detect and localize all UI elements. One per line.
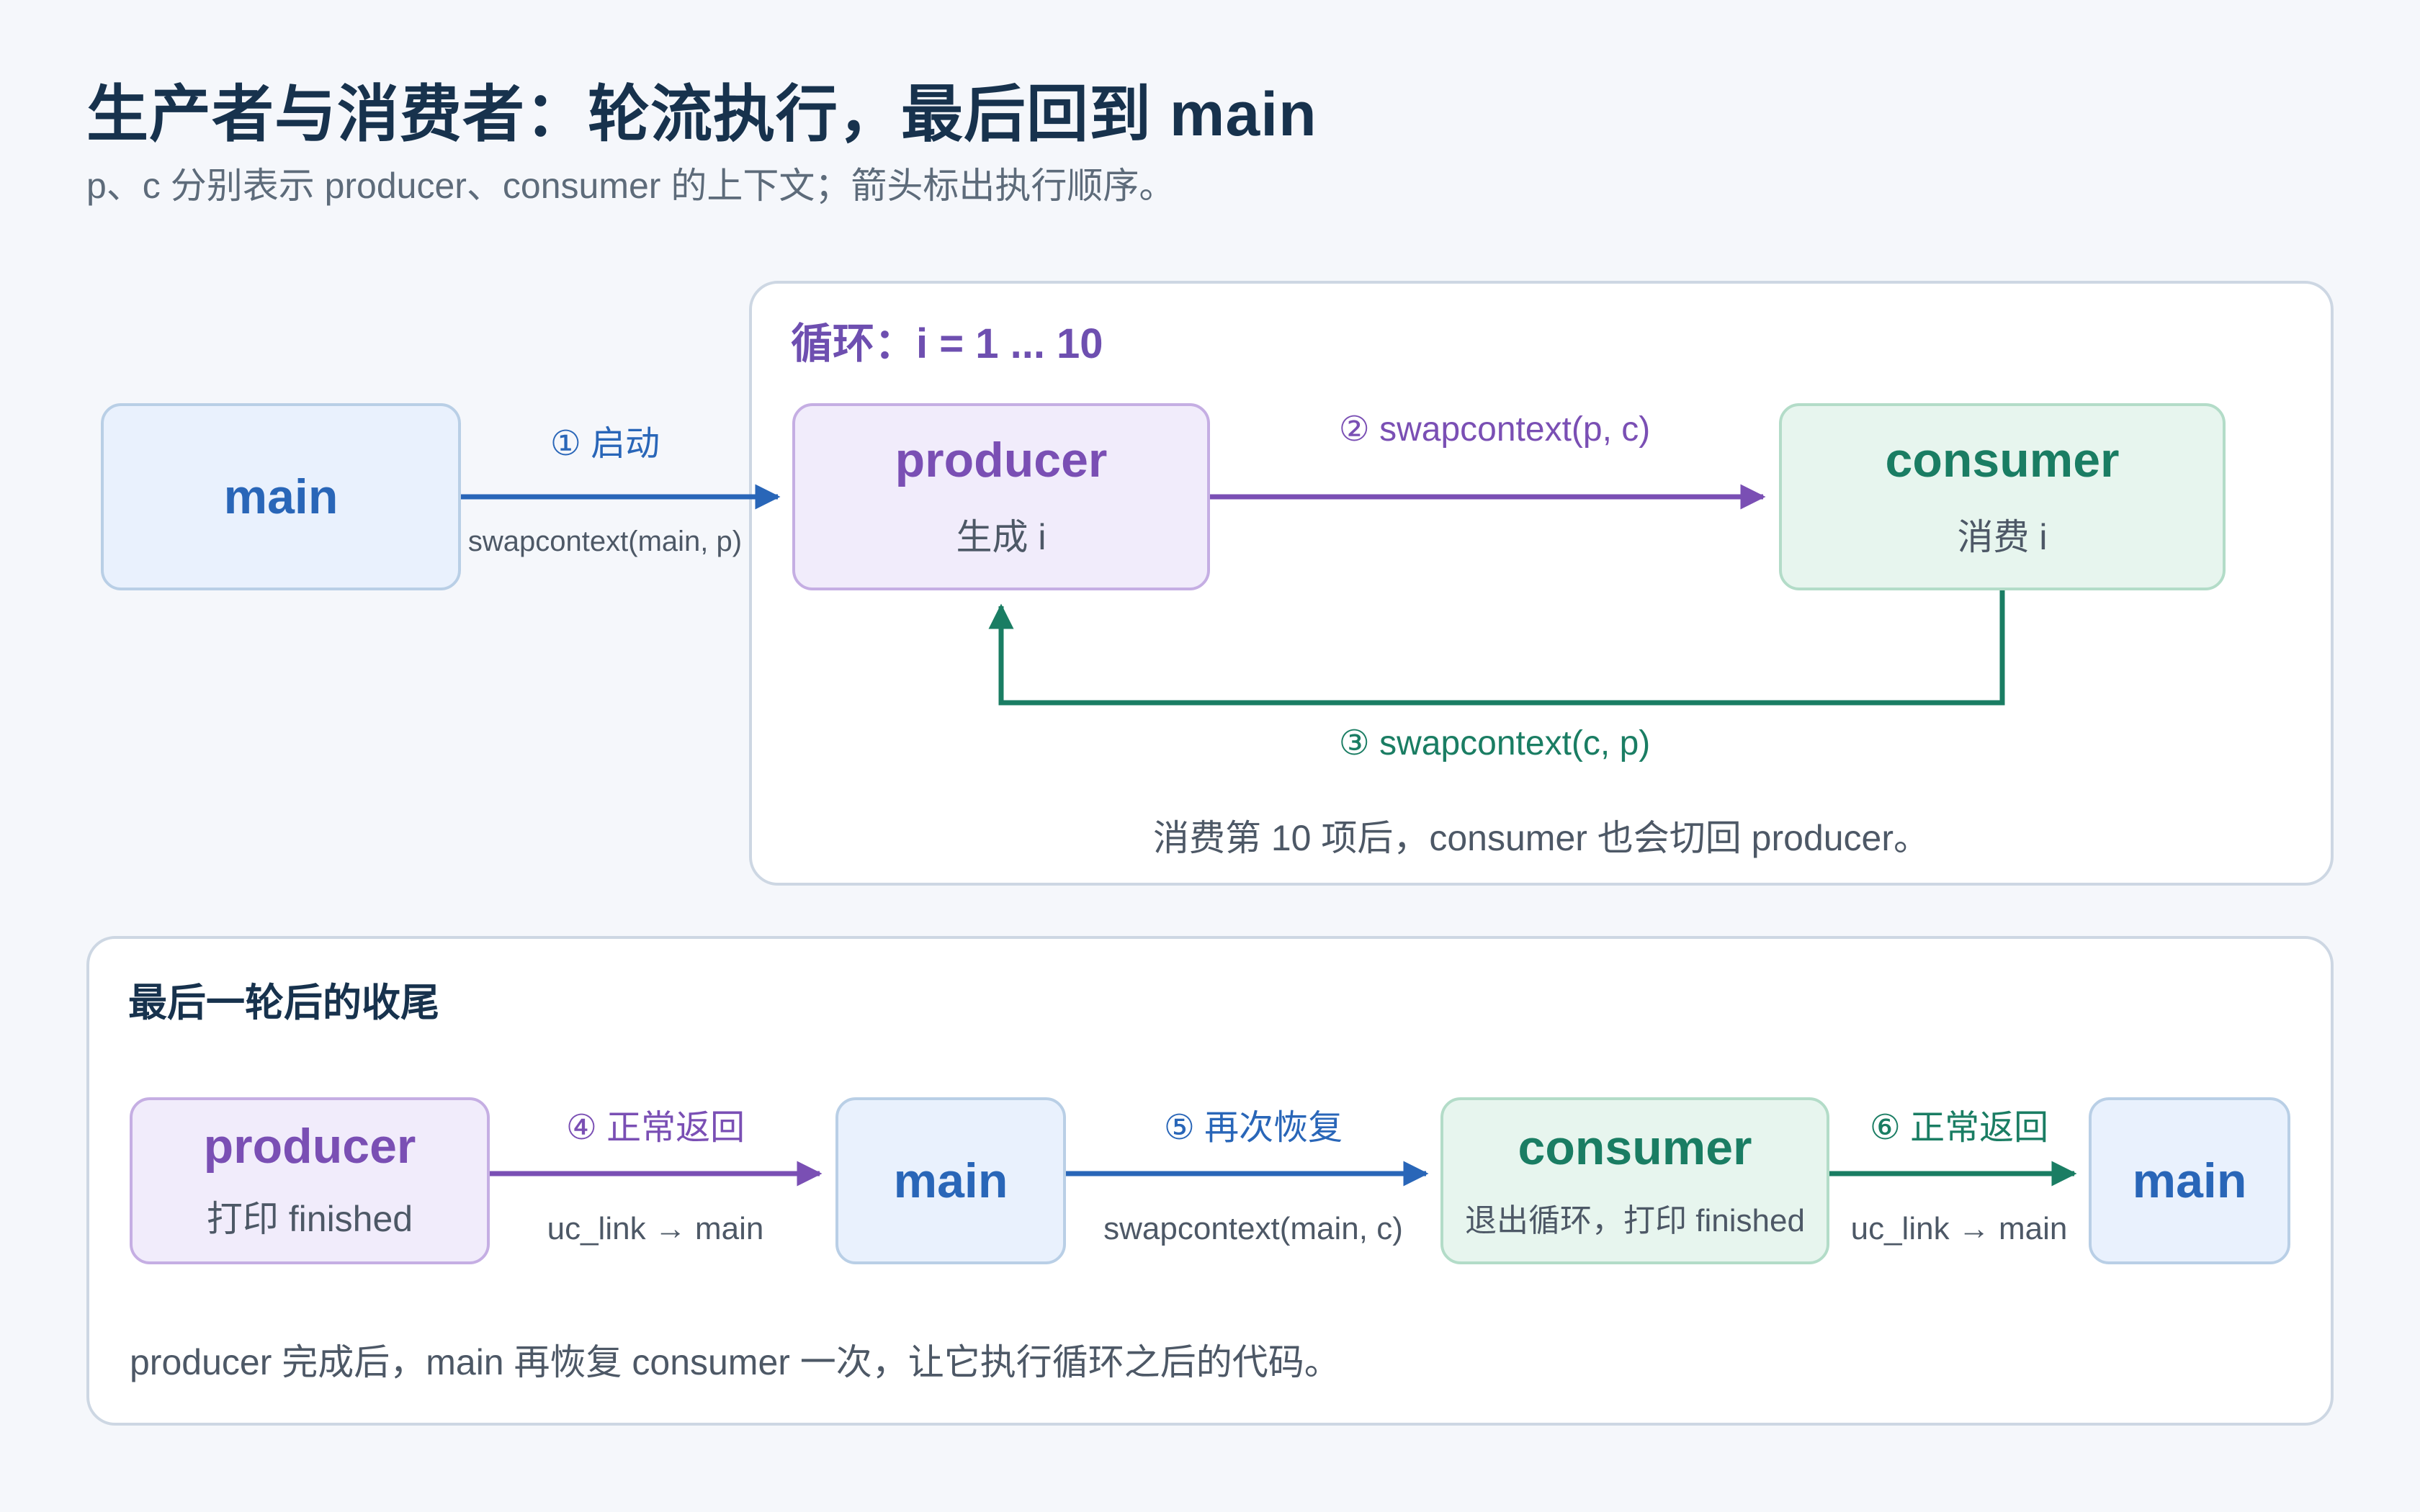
- step6-label: ⑥ 正常返回: [1869, 1109, 2049, 1147]
- arrow-step3: [988, 589, 2005, 706]
- step5-label: ⑤ 再次恢复: [1163, 1109, 1343, 1147]
- finale-consumer-sub: 退出循环，打印 finished: [1465, 1203, 1805, 1239]
- step4-detail: uc_link → main: [547, 1211, 764, 1246]
- producer-node-sub: 生成 i: [956, 517, 1047, 558]
- finale-producer-sub: 打印 finished: [206, 1199, 413, 1240]
- step5-detail: swapcontext(main, c): [1103, 1211, 1403, 1246]
- finale-producer-title: producer: [203, 1118, 416, 1174]
- step1-detail: swapcontext(main, p): [467, 526, 743, 557]
- page-title: 生产者与消费者：轮流执行，最后回到 main: [86, 80, 1317, 149]
- consumer-node-title: consumer: [1885, 432, 2120, 487]
- consumer-node: consumer 消费 i: [1779, 403, 2226, 590]
- step2-label: ② swapcontext(p, c): [1338, 410, 1651, 449]
- step4-label: ④ 正常返回: [565, 1109, 745, 1147]
- loop-label: 循环：i = 1 ... 10: [791, 320, 1103, 367]
- main-node-title: main: [223, 469, 339, 524]
- finale-main-title-1: main: [893, 1153, 1008, 1208]
- finale-note: producer 完成后，main 再恢复 consumer 一次，让它执行循环…: [130, 1342, 1340, 1382]
- finale-consumer-title: consumer: [1518, 1120, 1752, 1175]
- producer-node-title: producer: [895, 432, 1108, 487]
- step3-label: ③ swapcontext(c, p): [1338, 724, 1651, 762]
- finale-main-node-2: main: [2089, 1097, 2290, 1264]
- finale-label: 最后一轮后的收尾: [128, 981, 439, 1025]
- finale-producer-node: producer 打印 finished: [130, 1097, 490, 1264]
- step1-label: ① 启动: [550, 425, 660, 463]
- consumer-node-sub: 消费 i: [1957, 517, 2048, 558]
- page-subtitle: p、c 分别表示 producer、consumer 的上下文；箭头标出执行顺序…: [86, 166, 1175, 206]
- finale-consumer-node: consumer 退出循环，打印 finished: [1440, 1097, 1829, 1264]
- finale-main-title-2: main: [2132, 1153, 2247, 1208]
- finale-main-node-1: main: [835, 1097, 1066, 1264]
- step6-detail: uc_link → main: [1850, 1211, 2068, 1246]
- main-node: main: [101, 403, 461, 590]
- loop-note: 消费第 10 项后，consumer 也会切回 producer。: [1152, 818, 1930, 858]
- producer-node: producer 生成 i: [792, 403, 1210, 590]
